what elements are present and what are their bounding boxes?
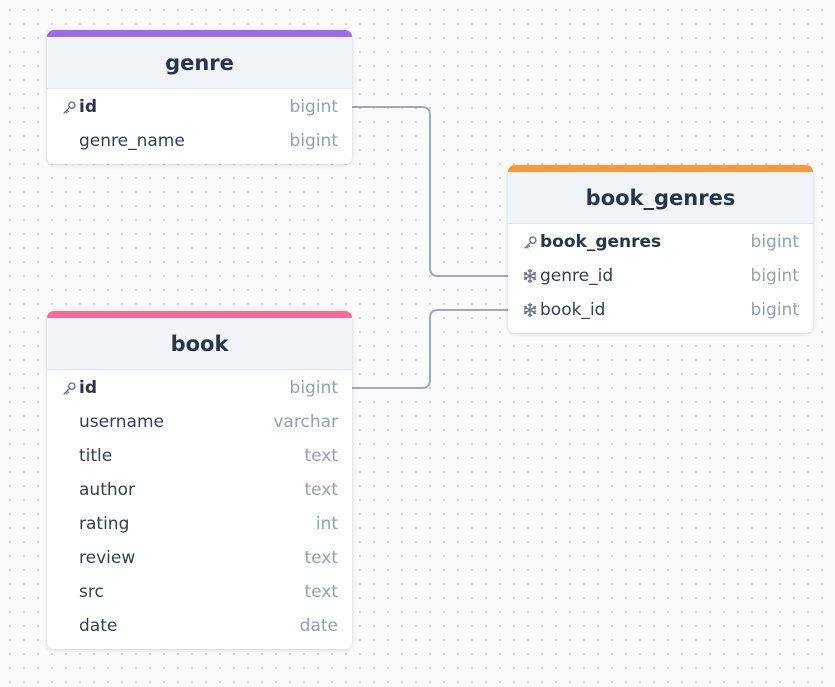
column-row-username[interactable]: username varchar: [47, 405, 352, 439]
column-type: text: [304, 582, 338, 602]
snowflake-icon: [521, 301, 539, 319]
column-row-id[interactable]: id bigint: [47, 90, 352, 124]
icon-spacer: [60, 583, 78, 601]
table-name: genre: [165, 50, 234, 75]
table-header[interactable]: genre: [47, 37, 352, 89]
column-type: bigint: [750, 232, 799, 252]
column-type: bigint: [750, 300, 799, 320]
column-type: date: [299, 616, 338, 636]
table-accent-bar: [508, 165, 813, 172]
icon-spacer: [60, 617, 78, 635]
column-name: src: [79, 582, 104, 602]
table-accent-bar: [47, 311, 352, 318]
column-name: rating: [79, 514, 130, 534]
table-columns: id bigint genre_name bigint: [47, 89, 352, 164]
icon-spacer: [60, 447, 78, 465]
icon-spacer: [60, 132, 78, 150]
table-genre[interactable]: genre id bigint genre_name bigint: [47, 30, 352, 164]
column-name: date: [79, 616, 118, 636]
column-row-book-id[interactable]: book_id bigint: [508, 293, 813, 327]
column-type: text: [304, 480, 338, 500]
column-row-book-genres[interactable]: book_genres bigint: [508, 225, 813, 259]
column-row-id[interactable]: id bigint: [47, 371, 352, 405]
column-name: book_genres: [540, 232, 662, 252]
column-name: author: [79, 480, 136, 500]
column-name: title: [79, 446, 113, 466]
column-name: username: [79, 412, 164, 432]
column-type: varchar: [273, 412, 338, 432]
table-columns: id bigint username varchar title text author te…: [47, 370, 352, 649]
column-name: review: [79, 548, 136, 568]
column-name: book_id: [540, 300, 606, 320]
table-header[interactable]: book: [47, 318, 352, 370]
key-icon: [60, 379, 78, 397]
column-row-genre-name[interactable]: genre_name bigint: [47, 124, 352, 158]
table-header[interactable]: book_genres: [508, 172, 813, 224]
icon-spacer: [60, 413, 78, 431]
key-icon: [60, 98, 78, 116]
relation-genre-id-to-book-genres-genre-id[interactable]: [352, 106, 508, 277]
column-row-title[interactable]: title text: [47, 439, 352, 473]
column-type: bigint: [750, 266, 799, 286]
column-name: genre_name: [79, 131, 185, 151]
column-row-author[interactable]: author text: [47, 473, 352, 507]
icon-spacer: [60, 549, 78, 567]
column-row-review[interactable]: review text: [47, 541, 352, 575]
icon-spacer: [60, 481, 78, 499]
column-type: text: [304, 548, 338, 568]
column-row-date[interactable]: date date: [47, 609, 352, 643]
column-type: text: [304, 446, 338, 466]
column-name: genre_id: [540, 266, 614, 286]
icon-spacer: [60, 515, 78, 533]
column-name: id: [79, 97, 97, 117]
column-type: bigint: [289, 378, 338, 398]
snowflake-icon: [521, 267, 539, 285]
column-row-src[interactable]: src text: [47, 575, 352, 609]
table-accent-bar: [47, 30, 352, 37]
column-name: id: [79, 378, 97, 398]
column-type: bigint: [289, 131, 338, 151]
table-name: book_genres: [585, 185, 736, 210]
key-icon: [521, 233, 539, 251]
table-name: book: [170, 331, 229, 356]
column-type: bigint: [289, 97, 338, 117]
column-row-rating[interactable]: rating int: [47, 507, 352, 541]
column-type: int: [315, 514, 338, 534]
column-row-genre-id[interactable]: genre_id bigint: [508, 259, 813, 293]
relation-book-id-to-book-genres-book-id[interactable]: [352, 309, 508, 389]
